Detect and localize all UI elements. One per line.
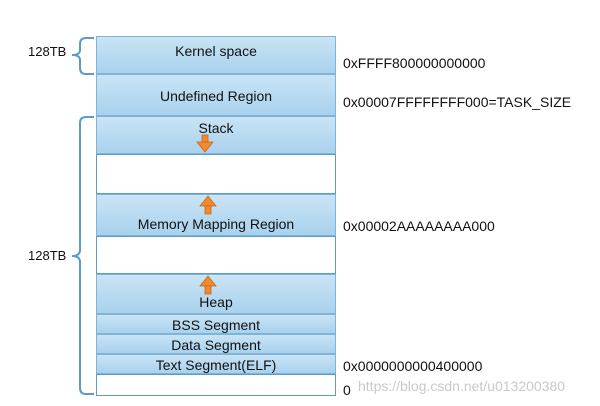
heap-segment: Heap [96, 274, 336, 314]
bss-segment: BSS Segment [96, 314, 336, 334]
kernel-space-label: Kernel space [175, 43, 257, 59]
text-label: Text Segment(ELF) [155, 357, 277, 373]
heap-label: Heap [199, 294, 233, 310]
undefined-region-label: Undefined Region [159, 88, 273, 104]
stack-segment: Stack [96, 116, 336, 154]
watermark-text: https://blog.csdn.net/u013200380 [358, 378, 566, 394]
kernel-start-address: 0xFFFF800000000000 [343, 55, 486, 71]
text-segment: Text Segment(ELF) [96, 354, 336, 374]
data-segment: Data Segment [96, 334, 336, 354]
bss-label: BSS Segment [172, 317, 260, 333]
text-start-address: 0x0000000000400000 [343, 358, 483, 374]
mmap-base-address: 0x00002AAAAAAAA000 [343, 218, 495, 234]
memory-mapping-label: Memory Mapping Region [137, 216, 295, 232]
kernel-size-brace [71, 37, 94, 75]
zero-address: 0 [343, 382, 351, 398]
user-size-brace [71, 116, 94, 395]
stack-label: Stack [198, 120, 234, 136]
low-memory-gap [96, 374, 336, 396]
heap-gap [96, 236, 336, 274]
stack-gap [96, 154, 336, 194]
kernel-space-segment: Kernel space [96, 36, 336, 74]
undefined-region-segment: Undefined Region [96, 74, 336, 116]
user-size-label: 128TB [28, 248, 67, 263]
kernel-size-label: 128TB [28, 44, 67, 59]
data-label: Data Segment [171, 337, 261, 353]
task-size-address: 0x00007FFFFFFFF000=TASK_SIZE [343, 94, 572, 110]
memory-mapping-segment: Memory Mapping Region [96, 194, 336, 236]
